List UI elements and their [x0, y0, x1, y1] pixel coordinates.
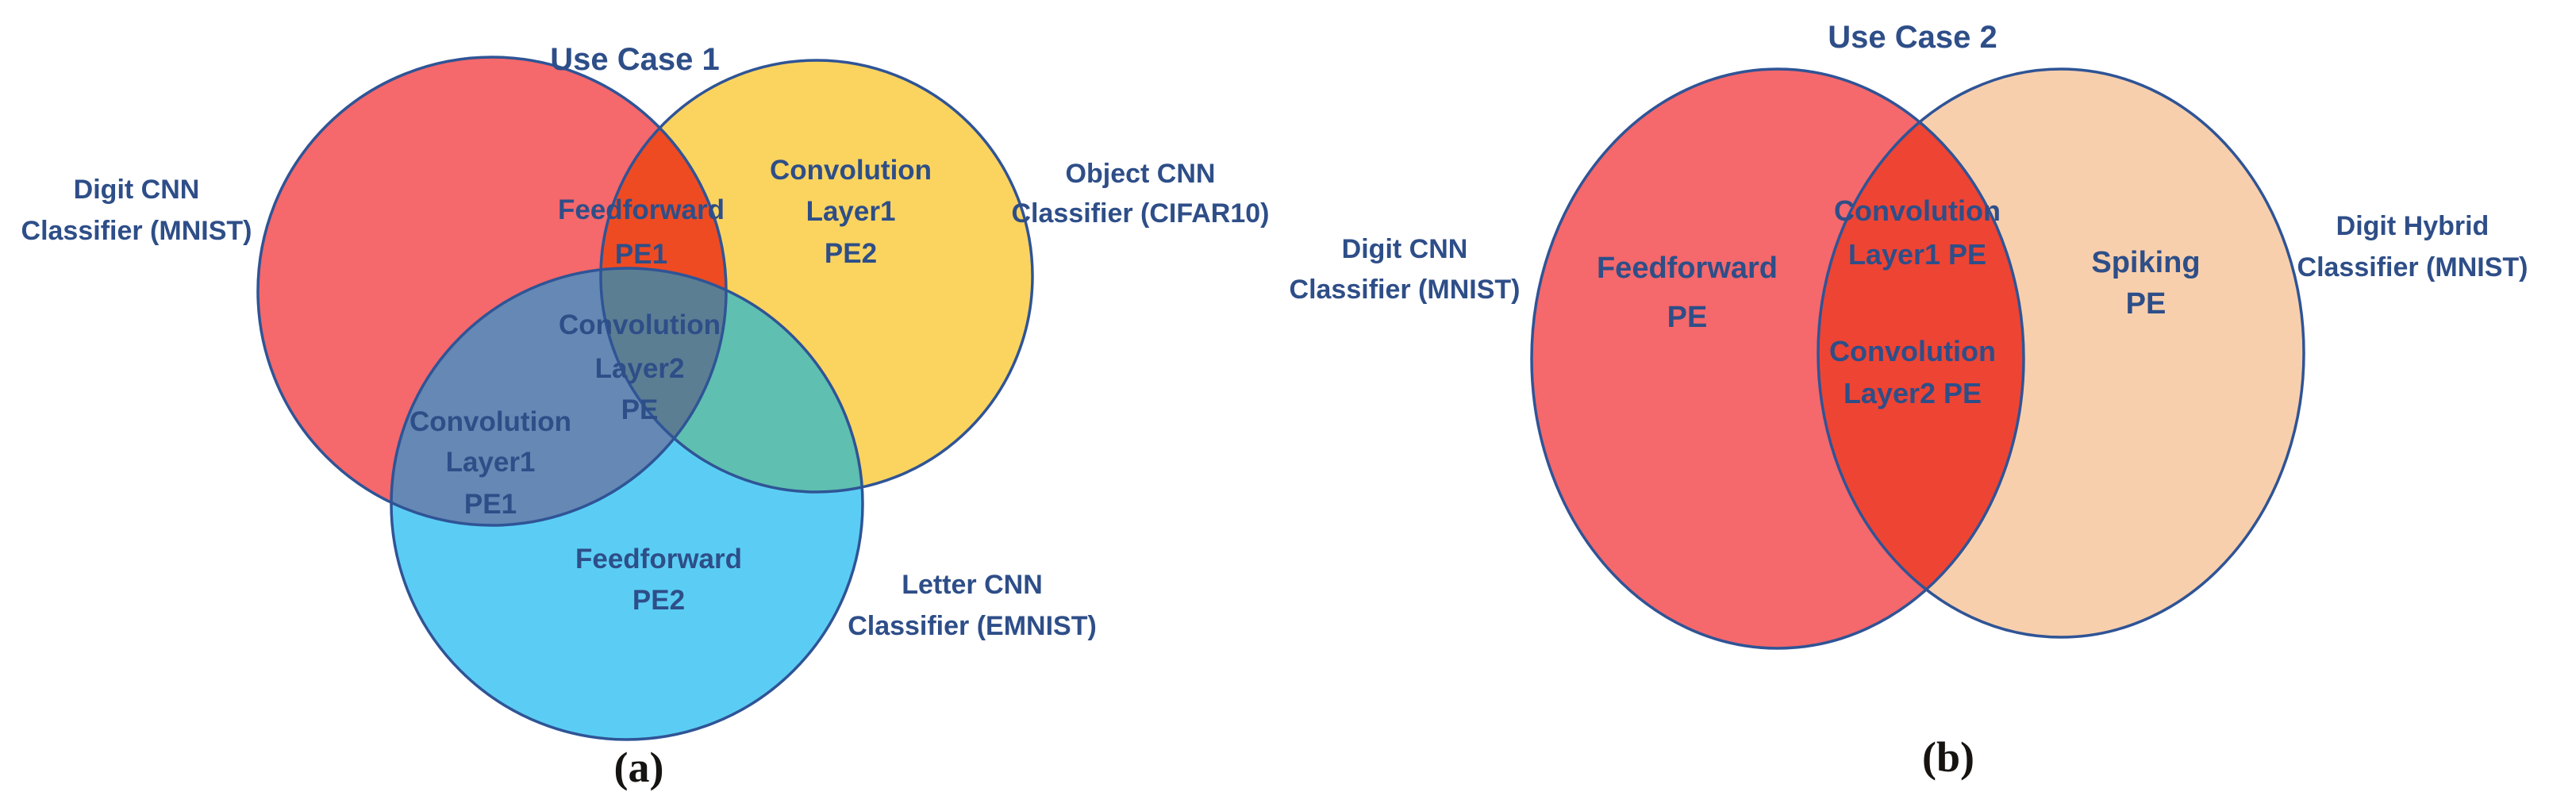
venn-a: Use Case 1 Digit CNN Classifier (MNIST) …: [21, 42, 1270, 791]
venn-a-region-label-conv-l2-pe-line3: PE: [621, 394, 659, 425]
venn-b-region-label-conv-l1-line2: Layer1 PE: [1848, 238, 1986, 271]
venn-b-region-label-spiking-line2: PE: [2126, 287, 2167, 321]
venn-a-caption: (a): [614, 744, 664, 791]
venn-b-title: Use Case 2: [1828, 20, 1997, 55]
venn-a-region-label-conv-l1-pe2-line3: PE2: [825, 238, 877, 269]
venn-a-region-label-feedforward-pe2-line1: Feedforward: [575, 544, 742, 575]
venn-b-outlines: [1530, 67, 2305, 650]
venn-a-set-label-digit-line2: Classifier (MNIST): [21, 216, 252, 246]
venn-a-set-label-letter-line1: Letter CNN: [902, 570, 1043, 600]
venn-a-region-label-feedforward-pe1-line1: Feedforward: [558, 194, 725, 225]
venn-a-region-label-conv-l1-pe2-line1: Convolution: [770, 155, 932, 186]
venn-b-set-label-hybrid-line2: Classifier (MNIST): [2297, 252, 2528, 282]
venn-b-region-overlap: [1818, 69, 2024, 637]
venn-b-peach-outline: [1817, 67, 2305, 639]
venn-a-labels: Use Case 1 Digit CNN Classifier (MNIST) …: [21, 42, 1270, 641]
venn-a-blue-outline: [390, 267, 864, 741]
venn-b-region-label-spiking-line1: Spiking: [2091, 246, 2200, 279]
venn-a-set-label-letter-line2: Classifier (EMNIST): [848, 611, 1097, 641]
venn-a-set-label-object-line2: Classifier (CIFAR10): [1012, 198, 1270, 229]
venn-a-region-label-conv-l2-pe-line2: Layer2: [595, 353, 685, 384]
venn-a-region-label-feedforward-pe1-line2: PE1: [615, 239, 667, 270]
venn-b-caption: (b): [1922, 733, 1974, 781]
venn-b-set-label-digit-line2: Classifier (MNIST): [1290, 275, 1521, 305]
venn-a-set-label-object-line1: Object CNN: [1066, 159, 1216, 189]
venn-a-set-label-digit-line1: Digit CNN: [74, 175, 200, 205]
venn-a-region-label-conv-l2-pe-line1: Convolution: [559, 309, 721, 340]
venn-b-caption-group: (b): [1922, 733, 1974, 781]
venn-a-caption-group: (a): [614, 744, 664, 791]
venn-a-region-label-conv-l1-pe1-line2: Layer1: [446, 447, 536, 478]
venn-a-region-label-feedforward-pe2-line2: PE2: [632, 585, 685, 616]
venn-a-outlines: [256, 56, 1034, 741]
venn-b-region-label-conv-l2-line2: Layer2 PE: [1844, 377, 1982, 409]
venn-b-region-label-conv-l2-line1: Convolution: [1829, 335, 1996, 367]
venn-a-region-label-conv-l1-pe1-line1: Convolution: [409, 406, 571, 437]
venn-a-yellow-outline: [599, 59, 1034, 494]
venn-b-labels: Use Case 2 Digit CNN Classifier (MNIST) …: [1290, 20, 2528, 409]
venn-b-region-label-feedforward-line2: PE: [1667, 301, 1708, 334]
venn-b-set-label-hybrid-line1: Digit Hybrid: [2336, 211, 2489, 241]
venn-b-set-label-digit-line1: Digit CNN: [1342, 234, 1468, 264]
venn-a-region-label-conv-l1-pe1-line3: PE1: [464, 489, 517, 520]
venn-b-region-label-conv-l1-line1: Convolution: [1834, 194, 2001, 227]
venn-b-region-label-feedforward-line1: Feedforward: [1597, 252, 1778, 285]
venn-b: Use Case 2 Digit CNN Classifier (MNIST) …: [1290, 20, 2528, 781]
venn-a-region-yellow-blue: [601, 268, 863, 492]
venn-b-red-outline: [1530, 67, 2025, 650]
venn-a-region-label-conv-l1-pe2-line2: Layer1: [806, 196, 896, 227]
venn-a-title: Use Case 1: [550, 42, 719, 77]
